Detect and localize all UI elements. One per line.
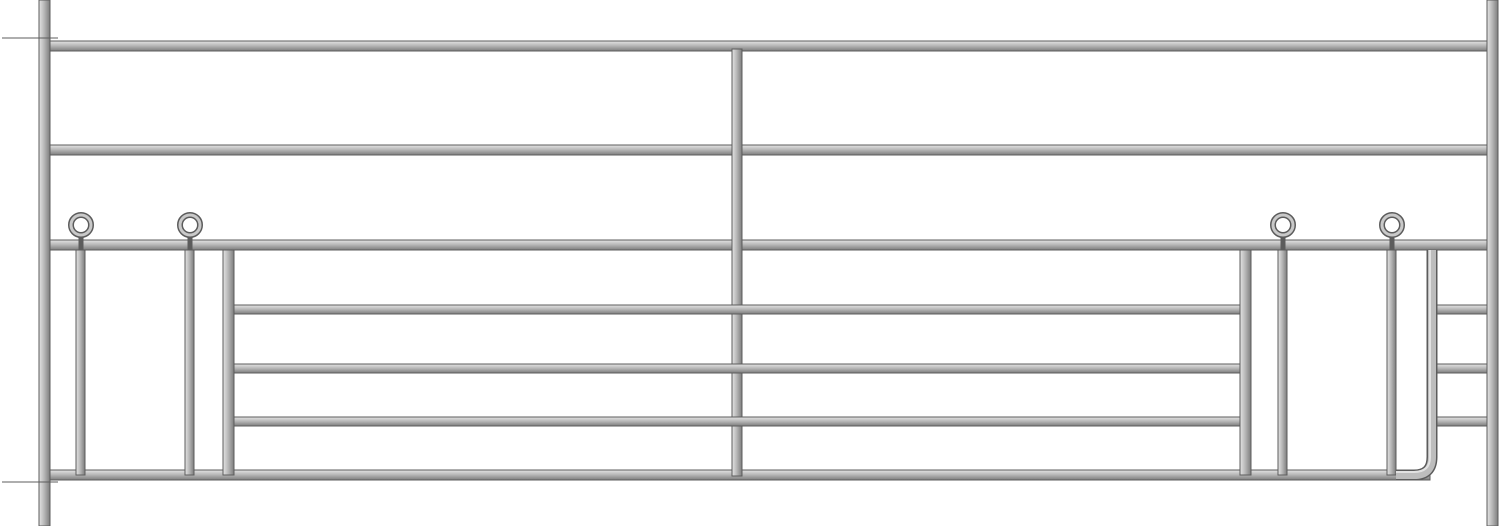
left-vertical-bar-1 [75,249,86,476]
inner-rail-1 [233,304,1241,315]
eyelet-1 [68,212,94,250]
left-vertical-bar-3 [222,249,235,476]
left-post [38,0,51,526]
third-rail [49,239,1488,251]
eyelet-2 [177,212,203,250]
right-vertical-bar-2 [1277,249,1288,476]
stub-rail-2 [1436,363,1488,374]
top-rail [49,40,1488,52]
inner-rail-3 [233,416,1241,427]
right-vertical-bar-3 [1386,249,1397,476]
stub-rail-1 [1436,304,1488,315]
inner-rail-2 [233,363,1241,374]
eyelet-3 [1270,212,1296,250]
second-rail [49,144,1488,156]
curved-end-bar [1396,250,1438,481]
center-stile [731,48,743,477]
eyelet-4 [1379,212,1405,250]
right-post [1486,0,1499,526]
left-vertical-bar-2 [184,249,195,476]
right-vertical-bar-1 [1239,249,1252,476]
stub-rail-3 [1436,416,1488,427]
